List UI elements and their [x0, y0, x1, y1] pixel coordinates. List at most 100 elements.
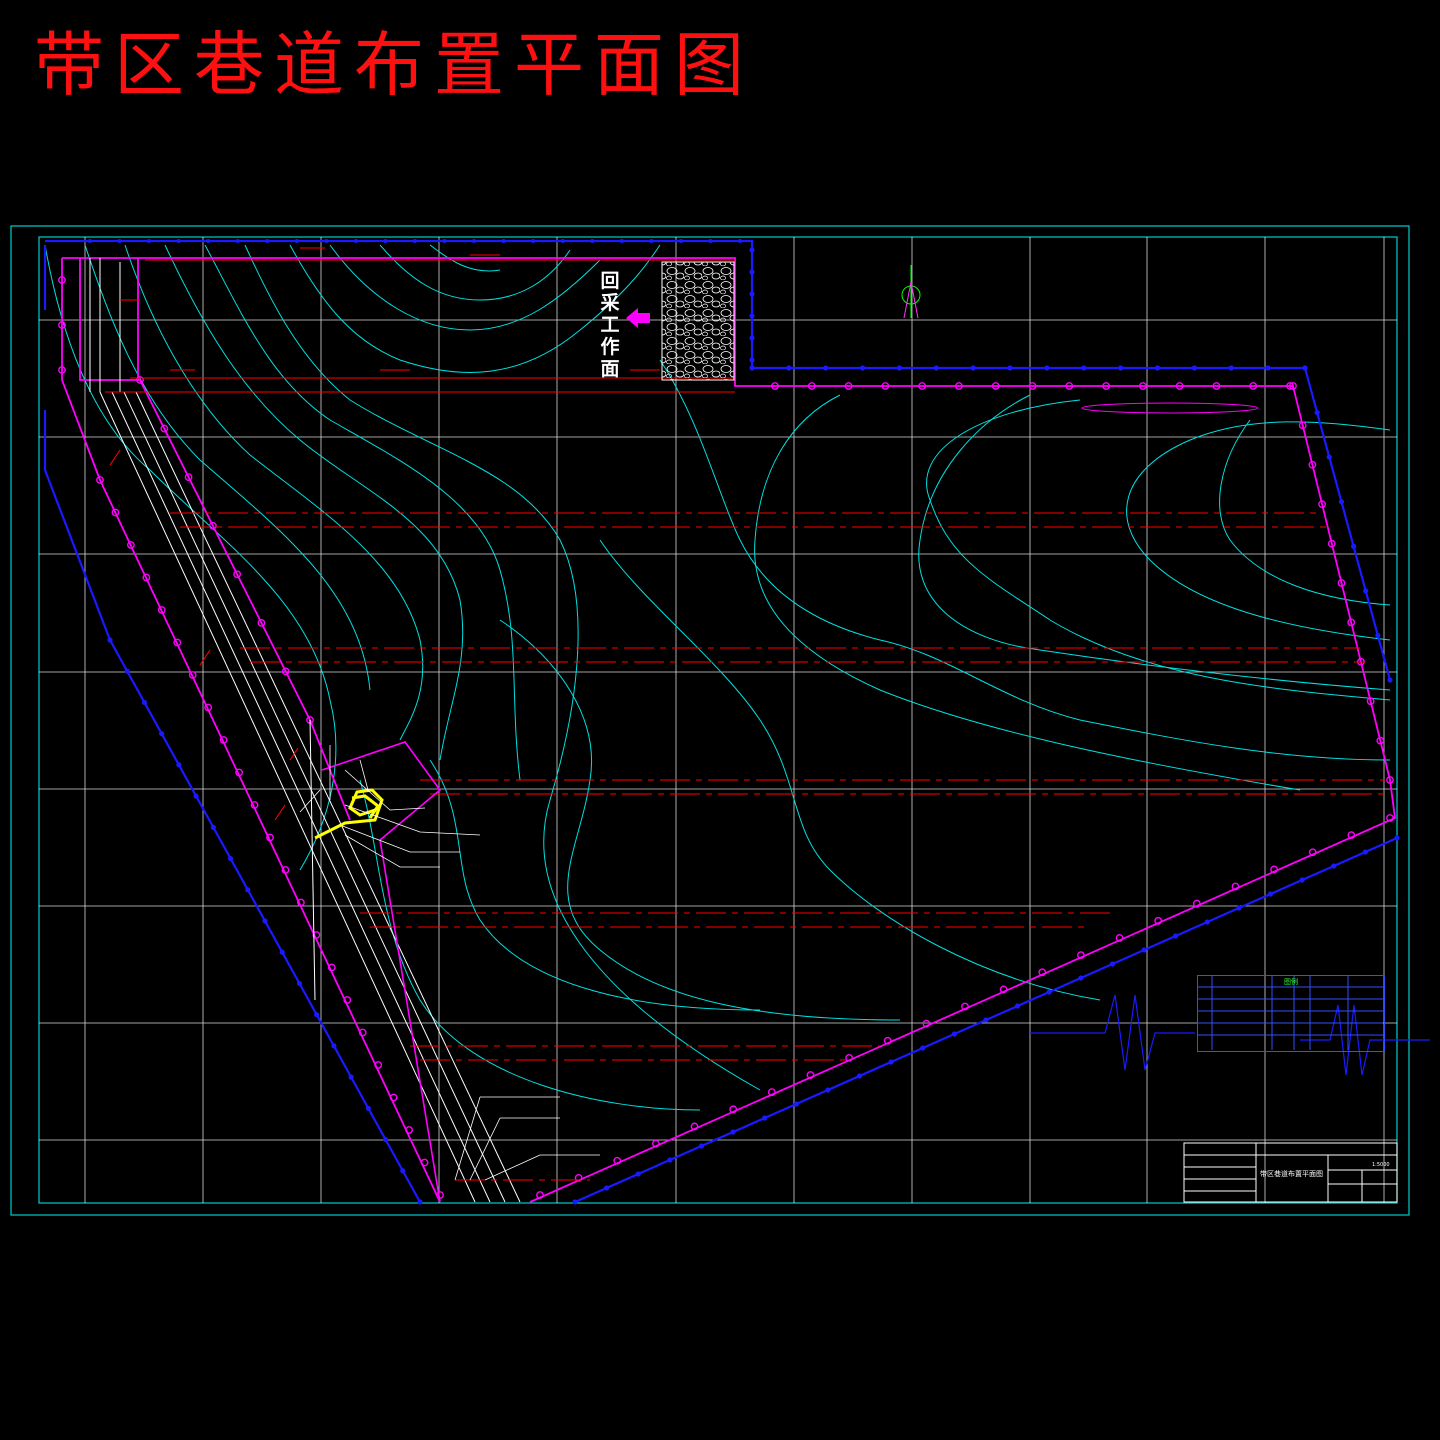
boundary-marker: [88, 239, 92, 243]
boundary-marker: [1204, 919, 1210, 925]
boundary-marker: [983, 1017, 989, 1023]
contour-line: [329, 244, 601, 331]
roadway-marker: [1038, 968, 1047, 977]
contour-line: [499, 619, 901, 1021]
roadway-marker: [1347, 618, 1356, 627]
contour-line: [659, 359, 1391, 761]
roadway-marker: [1192, 899, 1201, 908]
roadway-marker: [1231, 882, 1240, 891]
boundary-marker: [604, 1185, 610, 1191]
roadway-outline-left: [61, 258, 441, 1203]
boundary-marker: [1387, 677, 1393, 683]
boundary-marker: [1044, 365, 1050, 371]
boundary-line-left: [43, 245, 421, 1203]
roadway-marker: [1298, 421, 1307, 430]
drawing-name: 带区巷道布置平面图: [1260, 1170, 1323, 1178]
boundary-marker: [825, 1087, 831, 1093]
roadway-marker: [208, 521, 217, 530]
roadway-marker: [1270, 865, 1278, 874]
drawing-scale: 1:5000: [1372, 1162, 1390, 1168]
roadway-marker: [127, 541, 135, 549]
boundary-marker: [1326, 454, 1332, 460]
roadway-marker: [690, 1122, 699, 1131]
roadway-marker: [1175, 382, 1184, 390]
boundary-marker: [749, 365, 755, 371]
boundary-marker: [730, 1129, 736, 1135]
roadway-marker: [343, 996, 352, 1004]
roadway-marker: [1386, 776, 1394, 784]
boundary-marker: [1394, 835, 1400, 841]
legend-title: 图例: [1284, 978, 1298, 986]
boundary-marker: [1046, 989, 1052, 995]
boundary-marker: [176, 239, 181, 243]
main-roadway-line: [111, 391, 491, 1203]
boundary-marker: [678, 239, 683, 243]
roadway-marker: [1028, 382, 1037, 390]
outer-frame: [10, 225, 1410, 1216]
boundary-marker: [1302, 365, 1308, 371]
roadway-marker: [157, 606, 166, 614]
title-block: 带区巷道布置平面图 1:5000: [1184, 1143, 1397, 1202]
boundary-marker: [1228, 365, 1234, 371]
boundary-marker: [1265, 365, 1271, 371]
boundary-marker: [667, 1157, 673, 1163]
roadway-marker: [1376, 736, 1385, 745]
boundary-marker: [294, 239, 299, 243]
roadway-marker: [955, 382, 963, 390]
roadway-marker: [652, 1139, 660, 1148]
boundary-marker: [245, 887, 251, 893]
contour-line: [359, 779, 701, 1111]
boundary-marker: [951, 1031, 957, 1037]
roadway-marker: [767, 1088, 776, 1097]
boundary-marker: [749, 313, 755, 319]
contour-lines: [44, 244, 1391, 1111]
roadway-marker: [257, 618, 266, 627]
boundary-marker: [698, 1143, 705, 1149]
boundary-marker: [1236, 905, 1242, 911]
contour-line: [918, 394, 1391, 691]
roadway-marker: [173, 638, 182, 647]
gob-area: [661, 261, 735, 381]
roadway-marker: [844, 382, 853, 390]
roadway-marker: [771, 382, 779, 390]
contour-line: [1219, 419, 1391, 606]
contour-line: [244, 244, 761, 1091]
roadway-marker: [1337, 579, 1346, 587]
roadway-marker: [281, 667, 290, 676]
boundary-marker: [1350, 543, 1357, 549]
contour-line: [84, 244, 371, 691]
roadway-marker: [233, 570, 242, 579]
roadway-marker: [922, 1019, 931, 1028]
roadway-marker: [1347, 831, 1356, 840]
roadway-marker: [297, 898, 305, 907]
boundary-marker: [124, 668, 130, 674]
roadway-marker: [1138, 382, 1147, 390]
boundary-marker: [708, 239, 713, 243]
roadway-markers: [58, 276, 1394, 1199]
roadway-marker: [807, 382, 816, 390]
boundary-marker: [296, 980, 303, 987]
boundary-marker: [324, 239, 329, 243]
roadway-marker: [1154, 916, 1163, 925]
boundary-marker: [896, 365, 903, 371]
roadway-marker: [389, 1093, 398, 1102]
boundary-marker: [227, 855, 234, 862]
roadway-marker: [111, 508, 120, 517]
boundary-marker: [107, 637, 113, 643]
roadway-marker: [142, 573, 151, 582]
north-arrow-icon: [901, 265, 921, 319]
boundary-marker: [193, 793, 199, 799]
roadway-marker: [204, 703, 213, 712]
facility-outline: [321, 741, 442, 1203]
boundary-marker: [619, 239, 624, 243]
boundary-marker: [590, 239, 595, 243]
roadway-marker: [999, 985, 1008, 994]
roadway-marker: [1289, 382, 1297, 390]
boundary-marker: [920, 1045, 926, 1051]
boundary-marker: [331, 1043, 337, 1049]
boundary-marker: [1191, 365, 1197, 371]
boundary-marker: [1154, 365, 1161, 371]
contour-line: [44, 244, 337, 871]
boundary-marker: [649, 239, 654, 243]
roadway-marker: [358, 1028, 367, 1037]
